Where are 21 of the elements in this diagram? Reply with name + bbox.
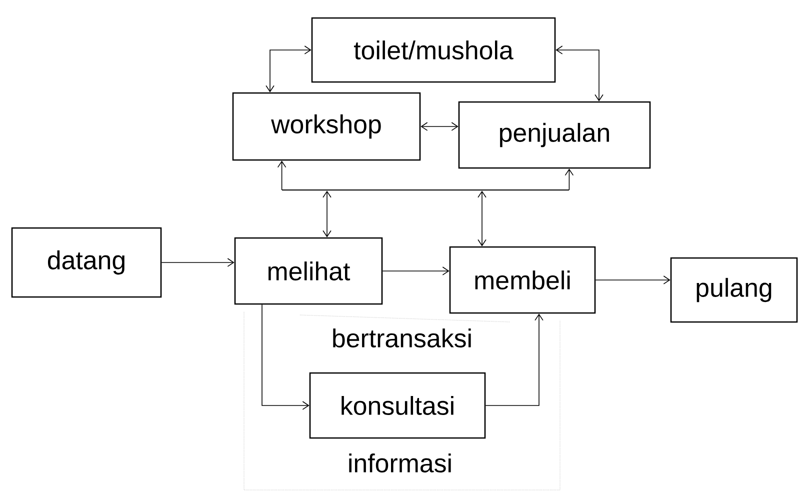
arrow — [485, 314, 544, 406]
process-box: melihat — [234, 237, 383, 305]
process-box: toilet/mushola — [311, 17, 556, 83]
process-box: pulang — [670, 257, 798, 323]
process-box: datang — [11, 227, 162, 298]
arrow — [277, 160, 286, 190]
arrow — [556, 46, 604, 102]
arrow — [322, 190, 332, 238]
arrow — [595, 276, 670, 284]
arrow — [266, 46, 312, 92]
arrow — [161, 258, 234, 267]
process-box: workshop — [232, 92, 421, 161]
arrow — [564, 168, 574, 190]
arrow — [478, 190, 486, 246]
process-box: konsultasi — [309, 372, 486, 439]
process-box: penjualan — [458, 101, 651, 169]
arrow — [382, 266, 450, 276]
arrow — [262, 304, 310, 410]
arrow — [420, 122, 458, 131]
process-box: membeli — [449, 246, 596, 314]
region-label: bertransaksi — [333, 328, 471, 348]
